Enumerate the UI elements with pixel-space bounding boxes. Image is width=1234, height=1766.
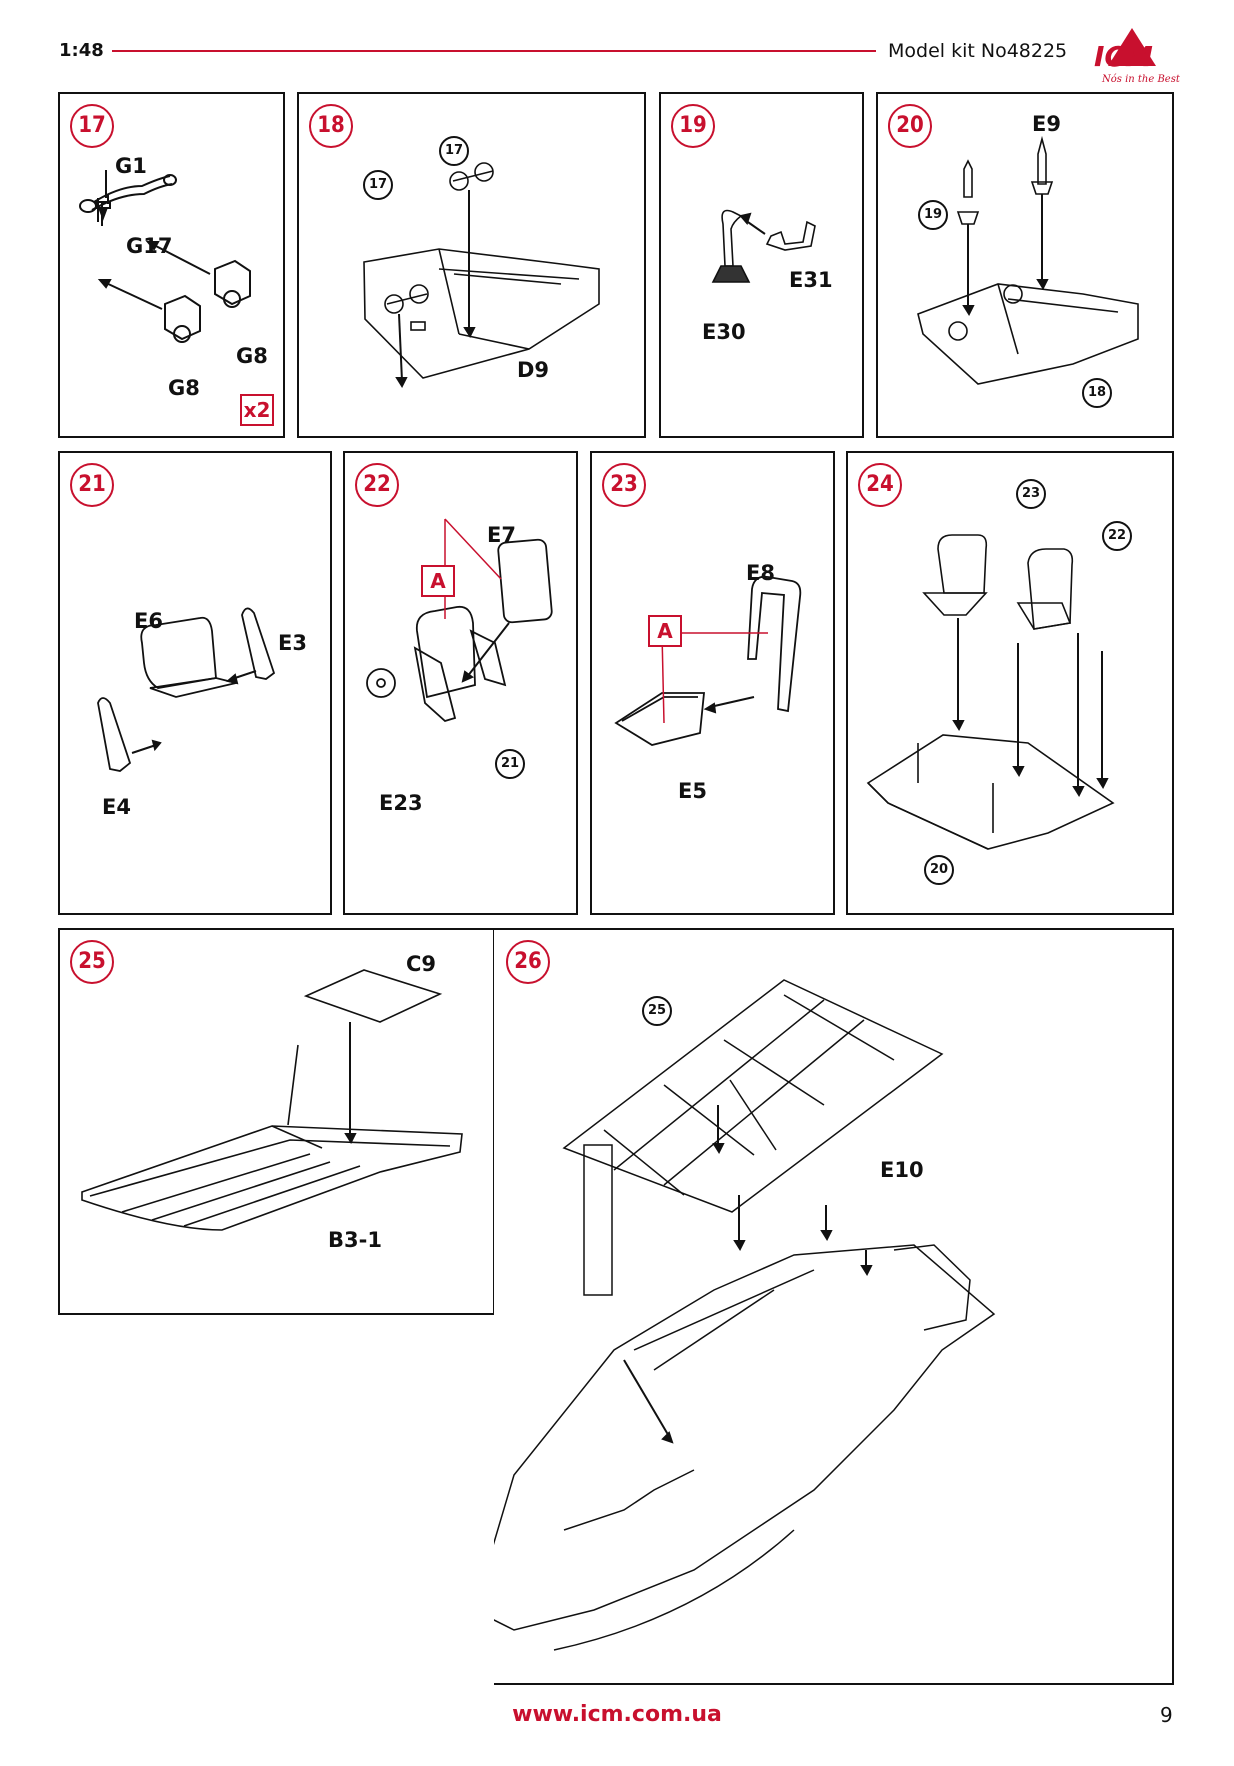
kit-number: Model kit No48225 [888, 40, 1068, 62]
step-number: 25 [70, 940, 114, 984]
step-reference: 19 [918, 200, 948, 230]
step-18-panel: 18 17 17 D9 [297, 92, 646, 438]
part-label: G8 [168, 376, 200, 400]
step-17-panel: 17 G1 G17 G8 G8 x2 [58, 92, 285, 438]
svg-text:ICM: ICM [1094, 40, 1153, 73]
step-reference: 17 [363, 170, 393, 200]
step-20-illustration [917, 135, 1139, 385]
step-22-illustration [366, 518, 553, 723]
step-17-illustration [79, 170, 251, 343]
part-label: E23 [379, 791, 423, 815]
step-22-panel: 22 E7 A E23 21 [343, 451, 578, 915]
step-18-illustration [363, 162, 600, 389]
part-label: E7 [487, 523, 516, 547]
part-label: E6 [134, 609, 163, 633]
page-number: 9 [1160, 1703, 1173, 1727]
part-label: E9 [1032, 112, 1061, 136]
step-reference: 21 [495, 749, 525, 779]
paint-callout: A [648, 615, 682, 647]
part-label: C9 [406, 952, 437, 976]
step-21-panel: 21 E6 E3 E4 [58, 451, 332, 915]
step-20-panel: 20 E9 19 18 [876, 92, 1174, 438]
step-number: 22 [355, 463, 399, 507]
part-label: E30 [702, 320, 746, 344]
part-label: G1 [115, 154, 147, 178]
part-label: E3 [278, 631, 307, 655]
paint-callout: A [421, 565, 455, 597]
part-label: D9 [517, 358, 550, 382]
step-number: 18 [309, 104, 353, 148]
part-label: E4 [102, 795, 131, 819]
scale-label: 1:48 [59, 40, 104, 61]
svg-text:Nós in the Best: Nós in the Best [1101, 74, 1181, 85]
step-number: 21 [70, 463, 114, 507]
step-number: 20 [888, 104, 932, 148]
step-23-illustration [614, 575, 802, 746]
multiplier-badge: x2 [240, 394, 274, 426]
step-reference: 18 [1082, 378, 1112, 408]
step-number: 17 [70, 104, 114, 148]
icm-logo: ICM Nós in the Best [1080, 22, 1184, 86]
header-rule [112, 50, 876, 52]
step-number: 23 [602, 463, 646, 507]
step-19-panel: 19 E30 E31 [659, 92, 864, 438]
part-label: E5 [678, 779, 707, 803]
part-label: G8 [236, 344, 268, 368]
part-label: E31 [789, 268, 833, 292]
step-24-panel: 24 23 22 20 [846, 451, 1174, 915]
website-link[interactable]: www.icm.com.ua [512, 1702, 722, 1727]
step-26-illustration [494, 979, 996, 1651]
step-reference: 23 [1016, 479, 1046, 509]
part-label: G17 [126, 234, 173, 258]
part-label: B3-1 [328, 1228, 382, 1252]
step-number: 26 [506, 940, 550, 984]
step-25-illustration [81, 969, 463, 1231]
step-19-illustration [711, 209, 816, 283]
part-label: E8 [746, 561, 775, 585]
step-21-illustration [97, 607, 276, 772]
step-reference: 17 [439, 136, 469, 166]
step-25-panel: 25 C9 B3-1 [58, 928, 495, 1315]
step-reference: 20 [924, 855, 954, 885]
step-24-illustration [866, 534, 1115, 850]
step-reference: 25 [642, 996, 672, 1026]
step-number: 24 [858, 463, 902, 507]
step-23-panel: 23 E8 A E5 [590, 451, 835, 915]
step-26-panel: 26 25 E10 [494, 928, 1174, 1685]
step-reference: 22 [1102, 521, 1132, 551]
part-label: E10 [880, 1158, 924, 1182]
step-number: 19 [671, 104, 715, 148]
